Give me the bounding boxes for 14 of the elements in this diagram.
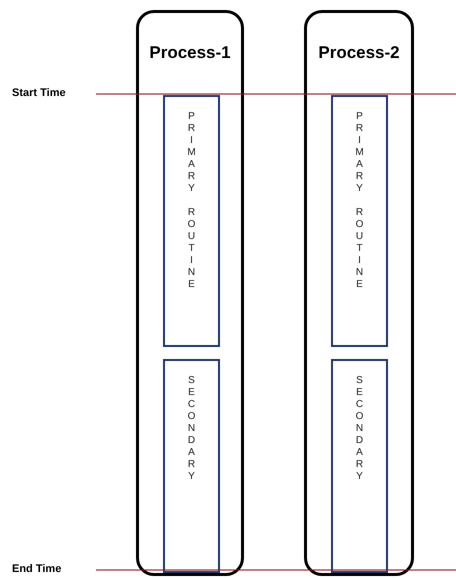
vertical-routine-label: PRIMARY ROUTINE: [186, 111, 197, 291]
routine-box: [163, 95, 220, 347]
process-lane: [136, 10, 244, 576]
routine-box: [331, 95, 388, 347]
time-label: Start Time: [12, 87, 66, 99]
process-lane: [304, 10, 414, 576]
routine-box: [163, 359, 220, 573]
routine-box: [331, 359, 388, 573]
vertical-routine-label: SECONDARY: [186, 375, 197, 483]
lane-title: Process-1: [149, 43, 231, 63]
time-label: End Time: [12, 563, 62, 575]
vertical-routine-label: PRIMARY ROUTINE: [354, 111, 365, 291]
lane-title: Process-2: [318, 43, 400, 63]
vertical-routine-label: SECONDARY: [354, 375, 365, 483]
